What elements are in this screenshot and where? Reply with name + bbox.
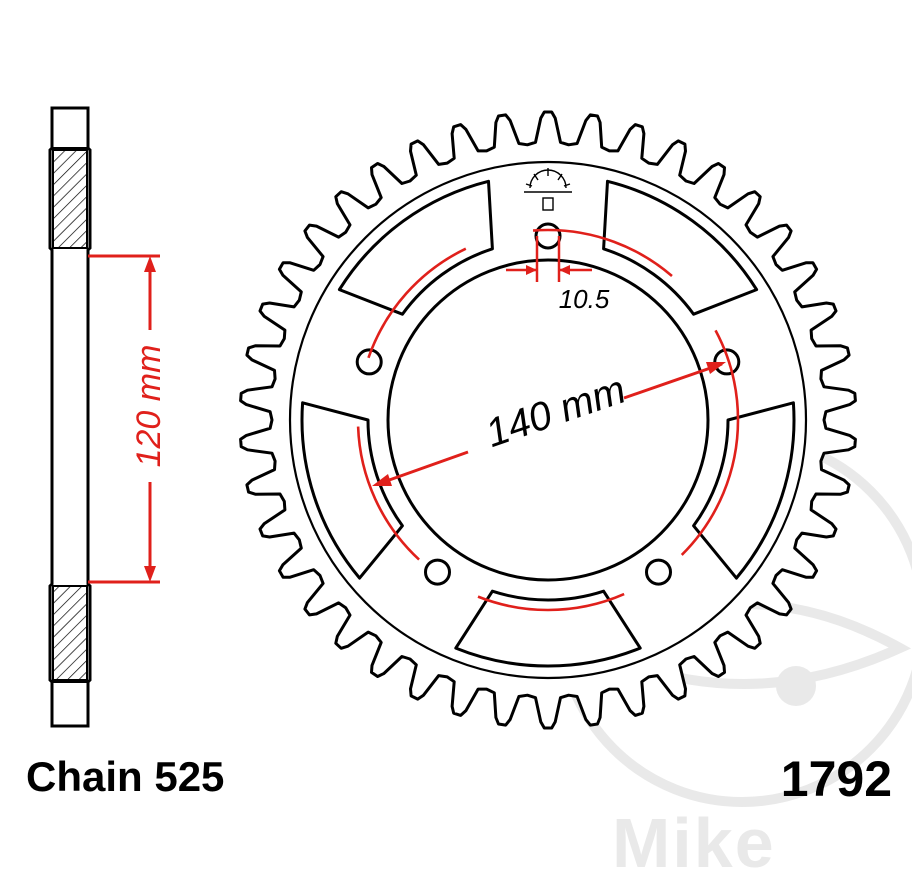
watermark-eye <box>776 666 816 706</box>
lightening-windows <box>300 179 796 668</box>
watermark-text: Mike <box>612 804 776 882</box>
bolt-hole <box>713 348 741 376</box>
part-number: 1792 <box>780 751 892 807</box>
sprocket-front-view <box>239 110 857 730</box>
bolt-hole <box>424 558 451 586</box>
pcd-dimension <box>372 362 726 486</box>
side-hatch-top <box>52 149 88 249</box>
offset-dimension-label: 120 mm <box>130 345 168 468</box>
lightening-window <box>300 401 404 580</box>
bolt-hole-top <box>534 222 562 250</box>
chain-label: Chain 525 <box>26 753 225 800</box>
lightening-window <box>454 589 642 668</box>
bolt-holes <box>355 348 741 586</box>
side-profile-outline <box>48 106 92 728</box>
bolt-hole <box>355 348 383 376</box>
centre-bore <box>386 258 710 582</box>
pcd-circle <box>356 228 740 612</box>
pitch-ring <box>288 160 808 680</box>
bolt-hole <box>645 558 672 586</box>
hole-dimension <box>506 236 592 282</box>
side-hatch-bottom <box>52 585 88 681</box>
hole-dimension-label: 10.5 <box>559 284 610 314</box>
offset-dimension <box>88 254 160 584</box>
sprocket-side-profile <box>48 106 92 728</box>
jt-logo-mark <box>524 168 572 211</box>
lightening-window <box>602 179 759 316</box>
lightening-window <box>692 401 796 580</box>
lightening-window <box>337 179 494 316</box>
